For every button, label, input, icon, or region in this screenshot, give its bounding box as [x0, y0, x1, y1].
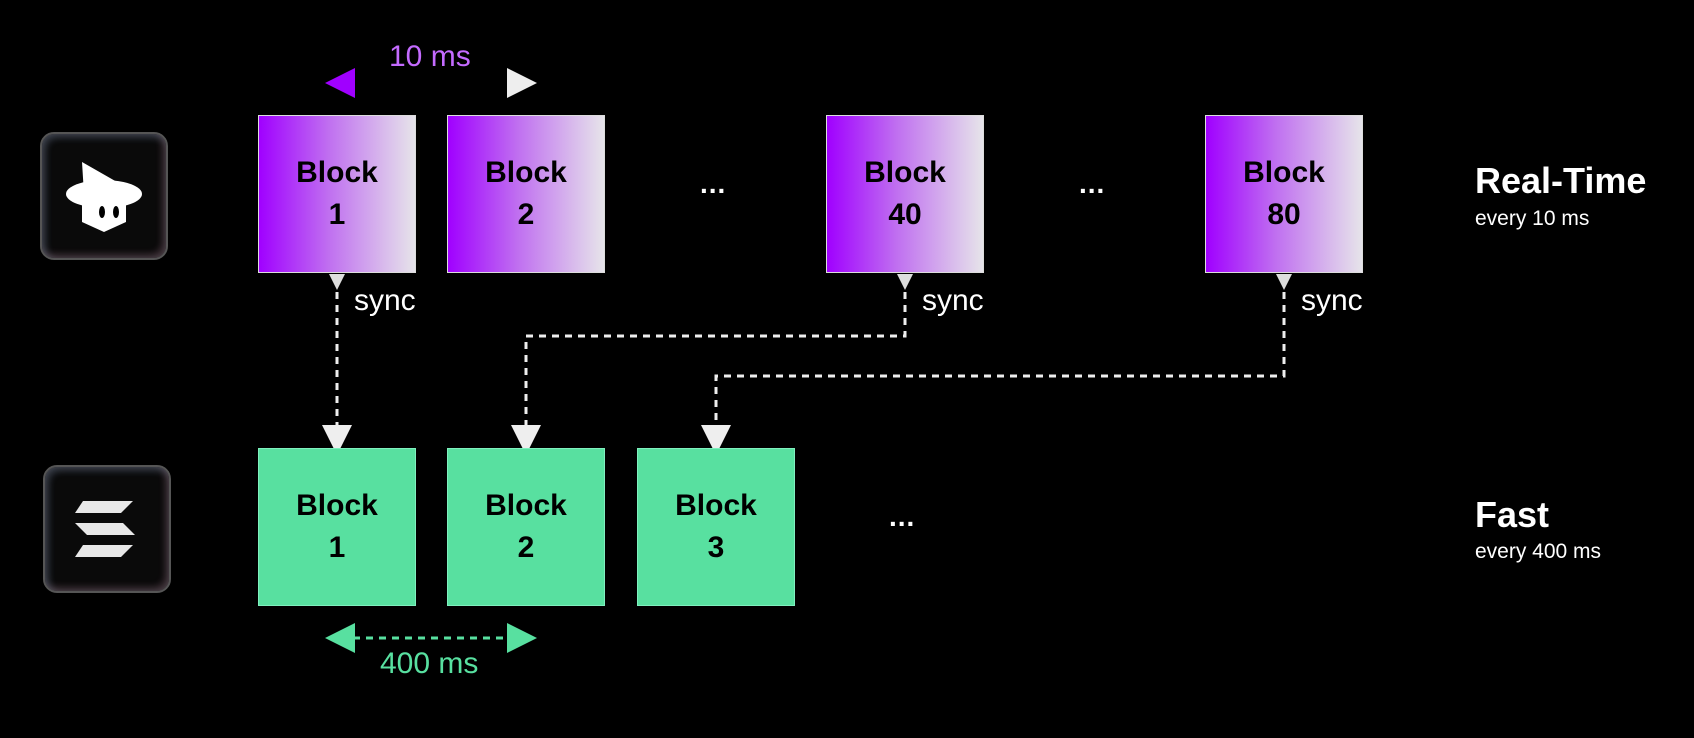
fast-interval-label: 400 ms: [380, 647, 479, 680]
block-word: Block: [296, 489, 378, 522]
fast-ellipsis: ...: [889, 501, 916, 532]
fast-chain-title: Fast: [1475, 494, 1550, 535]
block-number: 2: [517, 198, 535, 231]
realtime-chain-subtitle: every 10 ms: [1475, 207, 1590, 230]
block-number: 1: [328, 531, 346, 564]
fast-chain-subtitle: every 400 ms: [1475, 540, 1602, 563]
block-word: Block: [485, 489, 567, 522]
realtime-block-40: Block 40: [826, 115, 984, 273]
sync-label-40: sync: [922, 284, 984, 317]
fast-block-2: Block 2: [447, 448, 605, 606]
block-word: Block: [675, 489, 757, 522]
block-number: 3: [707, 531, 725, 564]
block-word: Block: [296, 156, 378, 189]
sync-notch-1: [329, 274, 345, 290]
block-word: Block: [485, 156, 567, 189]
block-number: 2: [517, 531, 535, 564]
block-word: Block: [864, 156, 946, 189]
sync-notch-80: [1276, 274, 1292, 290]
sync-notch-40: [897, 274, 913, 290]
fast-block-1: Block 1: [258, 448, 416, 606]
sync-line-80-to-3: [701, 292, 1286, 455]
realtime-interval-label: 10 ms: [389, 40, 471, 73]
sync-line-40-to-2: [511, 292, 907, 455]
realtime-ellipsis-2: ...: [1079, 168, 1106, 199]
realtime-block-1: Block 1: [258, 115, 416, 273]
sync-label-80: sync: [1301, 284, 1363, 317]
sync-label-1: sync: [354, 284, 416, 317]
realtime-block-2: Block 2: [447, 115, 605, 273]
block-word: Block: [1243, 156, 1325, 189]
realtime-block-80: Block 80: [1205, 115, 1363, 273]
realtime-ellipsis-1: ...: [700, 168, 727, 199]
wizard-hat-icon: [40, 132, 168, 260]
block-number: 40: [888, 198, 922, 231]
solana-icon: [43, 465, 171, 593]
block-number: 80: [1267, 198, 1301, 231]
block-number: 1: [328, 198, 346, 231]
realtime-chain-title: Real-Time: [1475, 160, 1647, 201]
fast-block-3: Block 3: [637, 448, 795, 606]
